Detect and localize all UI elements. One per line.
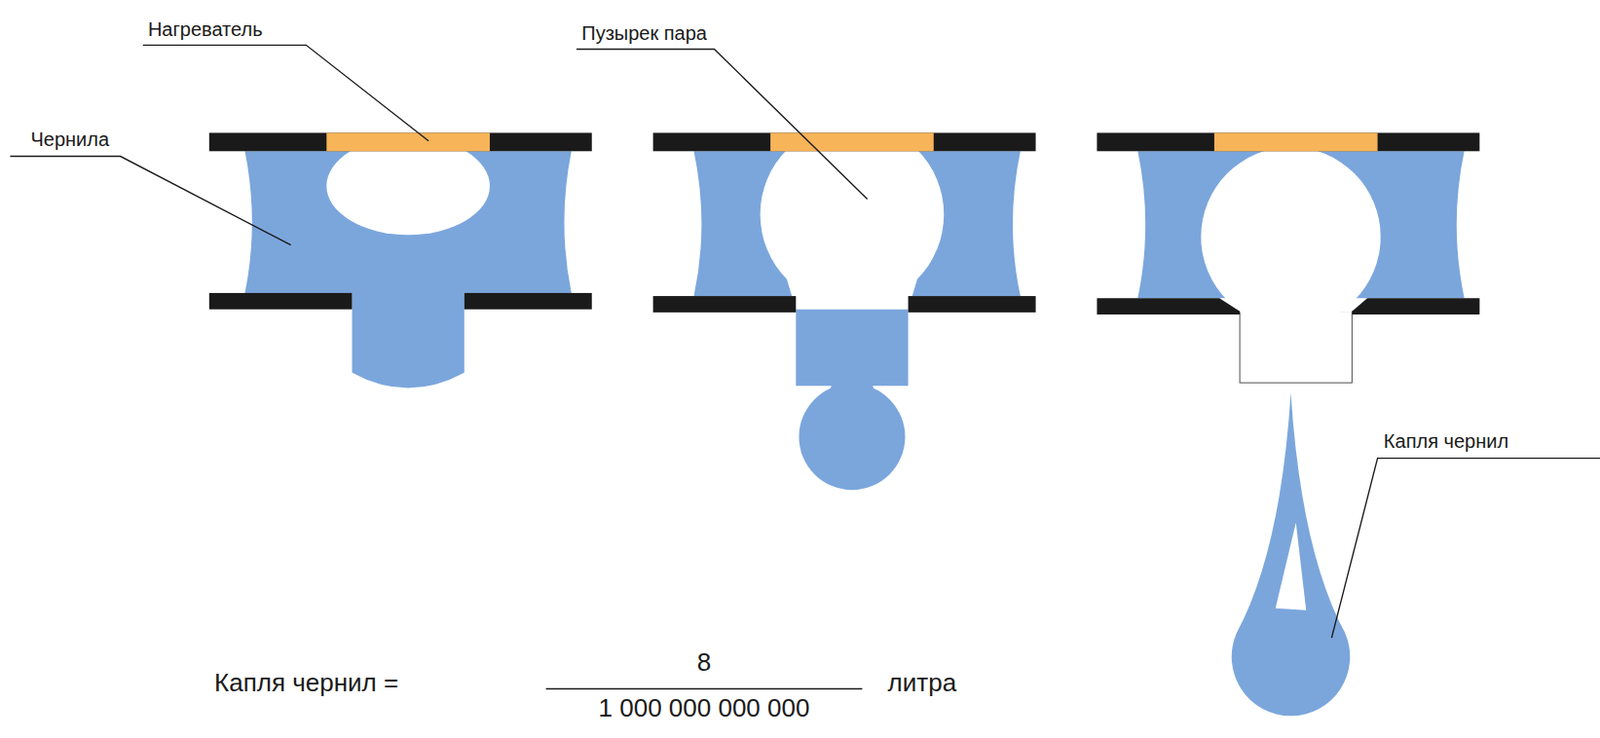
ink-column bbox=[795, 306, 908, 387]
part-label: Нагреватель bbox=[148, 18, 263, 41]
bottom-plate bbox=[464, 293, 593, 310]
part-label: Капля чернил bbox=[1383, 430, 1509, 453]
fraction-bar bbox=[546, 688, 863, 691]
top-plate bbox=[653, 132, 1037, 151]
drop-highlight bbox=[1275, 522, 1306, 611]
leader-line bbox=[9, 156, 291, 246]
bottom-plate bbox=[1351, 297, 1480, 315]
leader-line bbox=[143, 44, 429, 141]
top-plate bbox=[1096, 132, 1480, 151]
leader-line bbox=[1331, 458, 1600, 638]
bottom-plate bbox=[653, 296, 797, 313]
vapor-bubble bbox=[326, 137, 490, 236]
bottom-plate bbox=[908, 296, 1037, 313]
formula-unit: литра bbox=[888, 669, 958, 699]
part-label: Чернила bbox=[30, 128, 110, 151]
vapor-bubble bbox=[1229, 286, 1353, 313]
heater bbox=[1214, 132, 1378, 151]
heater bbox=[770, 132, 934, 151]
stage-one bbox=[209, 132, 593, 388]
vapor-bubble bbox=[1200, 147, 1380, 327]
heater bbox=[326, 132, 490, 151]
ink-drop bbox=[1231, 393, 1351, 717]
formula-denominator: 1 000 000 000 000 bbox=[598, 694, 811, 724]
part-label: Пузырек пара bbox=[581, 22, 707, 45]
ink-drop-forming bbox=[798, 383, 905, 490]
bottom-plate bbox=[209, 293, 353, 310]
leader-line bbox=[576, 49, 868, 200]
top-plate bbox=[209, 132, 593, 151]
vapor-bubble bbox=[785, 275, 919, 310]
formula-text: Капля чернил = bbox=[214, 669, 399, 699]
stage-three bbox=[1096, 132, 1480, 716]
formula-numerator: 8 bbox=[697, 648, 711, 678]
leader-lines bbox=[9, 44, 1600, 689]
stage-two bbox=[653, 122, 1037, 490]
bottom-plate bbox=[1096, 297, 1240, 315]
